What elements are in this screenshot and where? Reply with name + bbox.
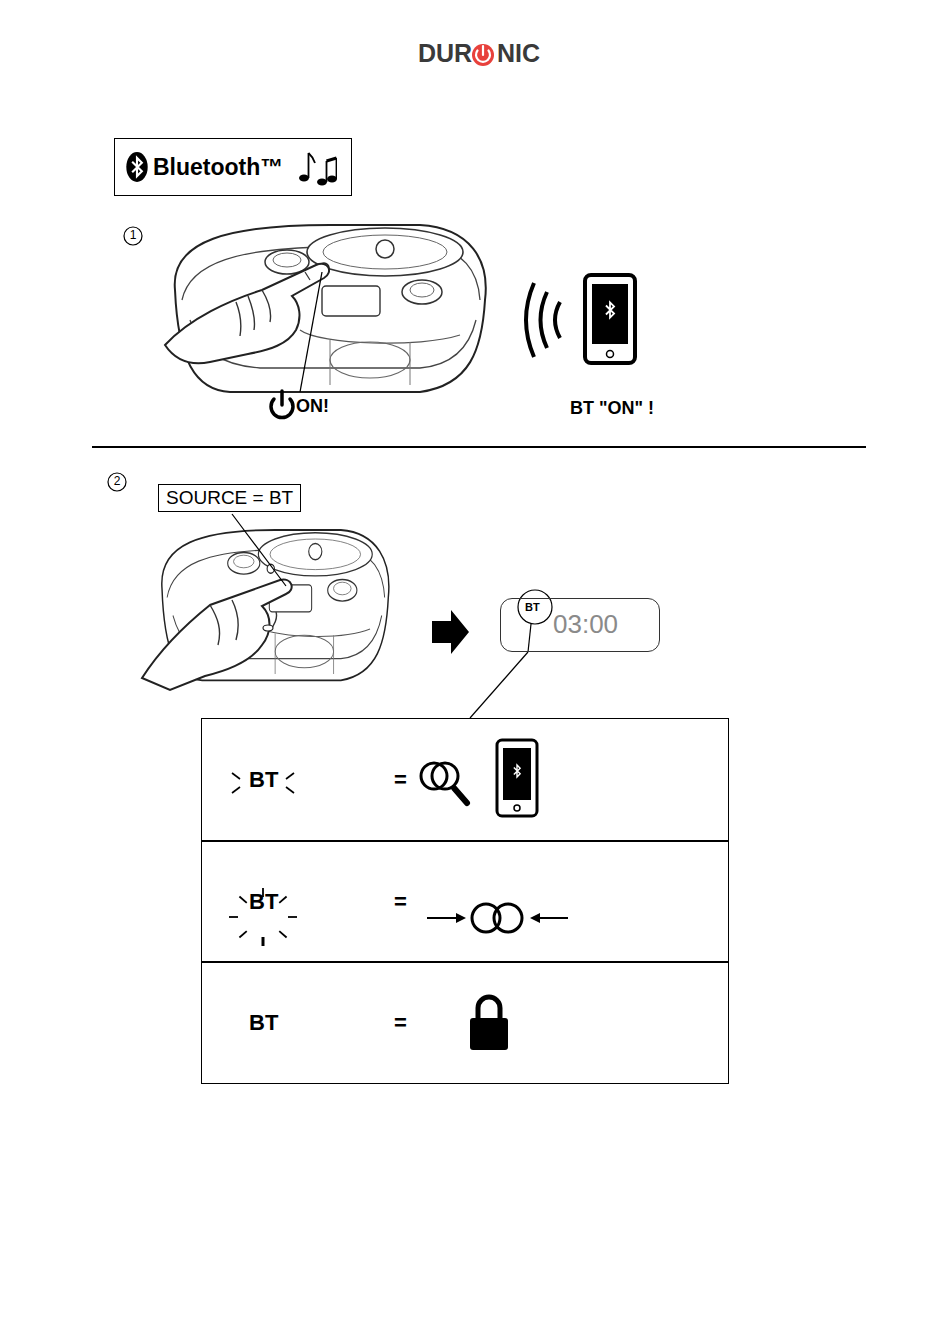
pairing-icon — [427, 904, 568, 932]
node-text: = — [394, 767, 407, 792]
power-symbol — [271, 391, 293, 418]
phone-icon — [497, 740, 537, 816]
callout-number: 2 — [114, 475, 121, 488]
hand-illustration — [165, 264, 329, 392]
phone-icon — [514, 805, 520, 811]
search-icon — [454, 788, 467, 803]
logo-power-icon — [472, 44, 494, 66]
highlight-circle — [518, 590, 552, 624]
display-box: BT 03:00 — [500, 598, 660, 652]
hand-illustration — [263, 625, 273, 631]
node-text: BT — [525, 601, 540, 614]
flash-rays — [239, 931, 246, 937]
signal-waves — [555, 302, 560, 338]
node-text: = — [394, 889, 407, 914]
flash-rays — [279, 931, 286, 937]
flash-rays — [239, 896, 246, 902]
flash-rays — [229, 773, 297, 946]
phone-icon — [497, 740, 537, 816]
callout-circle — [108, 473, 126, 491]
signal-waves — [541, 292, 548, 348]
phone-icon — [585, 275, 635, 363]
leader-line — [528, 624, 531, 652]
signal-waves — [526, 283, 560, 357]
hand-illustration — [300, 272, 322, 392]
logo-power-icon — [482, 46, 484, 55]
node-text: 03:00 — [553, 610, 618, 640]
node-text: Bluetooth™ — [153, 154, 283, 180]
hand-illustration — [142, 580, 292, 690]
phone-icon — [503, 748, 531, 800]
hand-illustration — [165, 264, 329, 363]
flash-rays — [229, 916, 238, 918]
node-text: = — [394, 1010, 407, 1035]
table-row: BT = — [201, 961, 729, 1084]
search-icon — [421, 763, 467, 803]
logo-text: DUR — [418, 40, 472, 68]
hand-illustration — [210, 600, 277, 645]
callout-circle — [124, 227, 142, 245]
phone-icon — [601, 297, 619, 322]
flash-rays — [232, 773, 240, 779]
bluetooth-icon — [126, 152, 147, 182]
music-notes — [297, 147, 337, 187]
lock-icon — [470, 1018, 508, 1050]
pairing-icon — [427, 917, 458, 919]
callout-number: 1 — [130, 229, 137, 242]
flash-rays — [288, 916, 297, 918]
flash-rays — [262, 937, 265, 946]
phone-icon — [510, 761, 524, 781]
callout-circle — [108, 227, 142, 491]
phone-icon — [592, 284, 628, 344]
pairing-icon — [538, 917, 568, 919]
table-row: BT = — [201, 718, 729, 842]
flash-rays — [232, 787, 240, 793]
flash-rays — [279, 896, 286, 902]
lock-icon — [470, 997, 508, 1050]
phone-icon — [585, 275, 635, 363]
pairing-icon — [530, 913, 540, 923]
leader-connector — [470, 652, 528, 718]
arrow-symbol — [432, 610, 469, 654]
pairing-icon — [494, 904, 522, 932]
flash-rays — [286, 773, 294, 779]
bluetooth-icon — [125, 151, 149, 183]
label-box: SOURCE = BT — [158, 484, 301, 512]
logo-text: NIC — [497, 40, 540, 68]
power-symbol — [280, 391, 284, 405]
status-label: BT "ON" ! — [570, 399, 654, 419]
power-label: ON! — [296, 397, 329, 417]
hand-illustration — [142, 580, 292, 690]
flash-rays — [286, 787, 294, 793]
phone-icon — [607, 351, 614, 358]
label-box: Bluetooth™ — [114, 138, 352, 196]
node-text: BT — [249, 767, 278, 792]
divider-line — [92, 446, 866, 448]
node-text: BT — [249, 889, 278, 914]
hand-illustration — [305, 272, 310, 280]
lock-icon — [478, 997, 500, 1020]
node-text: SOURCE = BT — [166, 487, 293, 509]
pairing-icon — [456, 913, 466, 923]
leader-line — [232, 514, 286, 586]
node-text: BT — [249, 1010, 278, 1035]
signal-waves — [526, 283, 534, 357]
music-notes — [299, 153, 337, 186]
table-row: BT = — [201, 840, 729, 963]
pairing-icon — [472, 904, 500, 932]
hand-illustration — [236, 290, 271, 336]
logo-power-icon — [472, 44, 494, 66]
